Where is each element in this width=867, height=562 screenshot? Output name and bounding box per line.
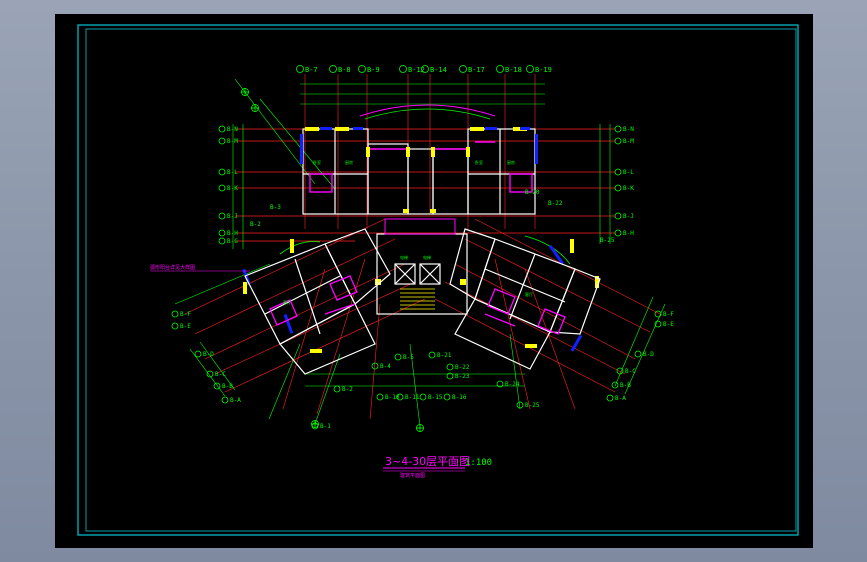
axis-label-left: B-J xyxy=(227,213,238,220)
axis-label-left: B-N xyxy=(227,126,238,133)
axis-label-left-wing: B-A xyxy=(230,397,241,404)
axis-label-bottom: B-16 xyxy=(452,394,467,401)
axis-label-left-wing: B-E xyxy=(180,323,191,330)
left-wing-partitions xyxy=(269,275,358,326)
axis-label-right: B-L xyxy=(623,169,634,176)
axis-label-left-wing: B-F xyxy=(180,311,191,318)
axis-label-left: B-K xyxy=(227,185,238,192)
corridor-outline xyxy=(384,218,456,235)
right-wing-axis-lines xyxy=(434,218,661,410)
floor-plan-drawing: 卧室 厨房 卧室 厨房 客厅 客厅 电梯 电梯 B-7 B-8 B-9 B-12… xyxy=(77,24,799,536)
axis-label-right: B-M xyxy=(623,138,634,145)
axis-label-top: B-12 xyxy=(408,66,425,74)
axis-label-left: B-G xyxy=(227,238,238,245)
left-wing-axis-labels: B-F B-E B-D B-C B-B B-A xyxy=(171,310,241,404)
drawing-title: 3~4-30层平面图 1:100 建筑平面图 xyxy=(383,455,492,479)
reference-markers xyxy=(241,88,424,432)
left-wing-axis-lines xyxy=(184,218,426,420)
svg-text:客厅: 客厅 xyxy=(525,291,533,297)
axis-label-bottom: B-10 xyxy=(385,394,400,401)
right-wing-walls xyxy=(449,228,601,370)
svg-text:厨房: 厨房 xyxy=(345,159,353,165)
axis-label-right-wing: B-C xyxy=(625,368,636,375)
axis-label-bottom: B-22 xyxy=(455,364,470,371)
axis-label-top: B-18 xyxy=(505,66,522,74)
axis-label-bottom: B-2 xyxy=(342,386,353,393)
axis-label-left-wing: B-B xyxy=(222,383,233,390)
title-scale: 1:100 xyxy=(465,458,492,468)
axis-label-diag-left: B-2 xyxy=(250,221,261,228)
axis-label-bottom: B-23 xyxy=(455,373,470,380)
axis-label-diag-right: B-25 xyxy=(600,237,615,244)
svg-text:电梯: 电梯 xyxy=(400,254,408,260)
svg-text:客厅: 客厅 xyxy=(283,299,291,305)
axis-label-top: B-8 xyxy=(338,66,351,74)
axis-label-left: B-M xyxy=(227,138,238,145)
axis-label-left-wing: B-D xyxy=(203,351,214,358)
right-arc-balcony xyxy=(524,235,571,265)
axis-label-bottom: B-4 xyxy=(380,363,391,370)
left-note: 弧形阳台详见大样图 xyxy=(150,264,195,271)
axis-label-top: B-14 xyxy=(430,66,447,74)
axis-label-diag-left: B-3 xyxy=(270,204,281,211)
axis-label-left-wing: B-C xyxy=(215,371,226,378)
axis-label-bottom: B-15 xyxy=(428,394,443,401)
axis-label-right-wing: B-E xyxy=(663,321,674,328)
axis-label-right: B-H xyxy=(623,230,634,237)
top-arc-dimension xyxy=(364,108,491,120)
svg-text:厨房: 厨房 xyxy=(507,159,515,165)
axis-label-top: B-17 xyxy=(468,66,485,74)
axis-label-left: B-H xyxy=(227,230,238,237)
axis-label-top: B-19 xyxy=(535,66,552,74)
axis-label-bottom: B-11 xyxy=(405,394,420,401)
axis-label-right-wing: B-F xyxy=(663,311,674,318)
svg-text:卧室: 卧室 xyxy=(475,159,483,165)
room-tags: 卧室 厨房 卧室 厨房 客厅 客厅 电梯 电梯 xyxy=(283,159,533,305)
right-wing-partitions xyxy=(484,288,566,335)
svg-text:卧室: 卧室 xyxy=(313,159,321,165)
right-wing-axis-labels: B-F B-E B-D B-C B-B B-A xyxy=(606,310,674,402)
axis-label-diag-right: B-20 xyxy=(525,189,540,196)
right-axis-labels: B-N B-M B-L B-K B-J B-H xyxy=(614,125,634,237)
title-sub: 建筑平面图 xyxy=(400,472,425,479)
axis-label-bottom: B-1 xyxy=(320,423,331,430)
dimension-lines xyxy=(174,78,666,427)
svg-text:电梯: 电梯 xyxy=(423,254,431,260)
axis-label-top: B-9 xyxy=(367,66,380,74)
axis-label-right: B-K xyxy=(623,185,634,192)
axis-label-right-wing: B-D xyxy=(643,351,654,358)
bottom-axis-labels: B-1 B-2 B-4 B-10 B-11 B-15 B-16 B-24 B-2… xyxy=(311,351,540,430)
horizontal-axis-lines xyxy=(235,128,615,242)
axis-label-bottom: B-25 xyxy=(525,402,540,409)
axis-label-bottom: B-24 xyxy=(505,381,520,388)
axis-label-top: B-7 xyxy=(305,66,318,74)
drawing-frame-outer xyxy=(77,24,799,536)
axis-label-right-wing: B-A xyxy=(615,395,626,402)
structural-columns xyxy=(243,127,599,353)
axis-label-right: B-J xyxy=(623,213,634,220)
stair-treads xyxy=(400,288,435,310)
left-arc-balcony xyxy=(279,241,321,255)
axis-label-right: B-N xyxy=(623,126,634,133)
left-axis-labels: B-N B-M B-L B-K B-J B-H B-G xyxy=(218,125,238,245)
top-arc-balcony xyxy=(359,104,496,117)
title-main: 3~4-30层平面图 xyxy=(385,455,470,468)
axis-label-left: B-L xyxy=(227,169,238,176)
cad-viewport[interactable]: 卧室 厨房 卧室 厨房 客厅 客厅 电梯 电梯 B-7 B-8 B-9 B-12… xyxy=(55,14,813,548)
axis-label-right-wing: B-B xyxy=(620,382,631,389)
windows xyxy=(242,127,583,352)
axis-label-diag-right: B-22 xyxy=(548,200,563,207)
axis-label-bottom: B-5 xyxy=(403,354,414,361)
diagonal-axis-labels: B-3 B-2 B-20 B-22 B-25 xyxy=(250,189,615,244)
top-block-partitions xyxy=(309,141,533,193)
drawing-frame-inner xyxy=(85,28,797,532)
top-axis-labels: B-7 B-8 B-9 B-12 B-14 B-17 B-18 B-19 xyxy=(296,65,552,74)
axis-label-bottom: B-21 xyxy=(437,352,452,359)
